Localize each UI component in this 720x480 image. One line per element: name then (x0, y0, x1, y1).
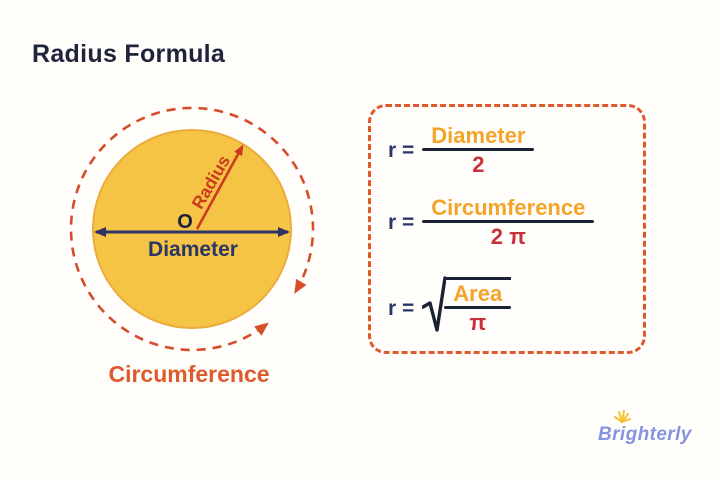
page-title: Radius Formula (32, 40, 226, 68)
square-root-icon (422, 276, 447, 332)
circumference-label: Circumference (108, 361, 269, 387)
radius-arrow (195, 144, 244, 230)
center-point-label: O (177, 211, 193, 233)
fraction-denominator: π (469, 310, 487, 336)
sun-icon (614, 410, 631, 423)
formula-panel: r = Diameter 2 r = Circumference 2 π r = (368, 104, 646, 354)
brighterly-logo: Brighterly (598, 424, 692, 445)
fraction-bar (444, 306, 512, 310)
fraction: Circumference 2 π (422, 195, 595, 251)
circle-diagram: O Radius Diameter Circumference (69, 106, 315, 387)
formula-lhs: r = (388, 210, 415, 234)
fraction-numerator: Diameter (431, 123, 526, 148)
radicand: Area π (444, 277, 512, 337)
formula-radius-from-area: r = Area π (388, 275, 512, 337)
fraction: Diameter 2 (422, 123, 535, 179)
formula-radius-from-circumference: r = Circumference 2 π (388, 195, 595, 251)
square-root-expression: Area π (422, 275, 512, 337)
circumference-dashed-circle (69, 106, 315, 352)
fraction-denominator: 2 π (490, 224, 526, 250)
diameter-label: Diameter (148, 238, 238, 261)
fraction-bar (422, 148, 535, 152)
fraction-bar (422, 220, 595, 224)
fraction-denominator: 2 (472, 152, 485, 178)
fraction-numerator: Area (453, 281, 503, 306)
formula-radius-from-diameter: r = Diameter 2 (388, 123, 535, 179)
formula-lhs: r = (388, 138, 415, 162)
fraction-numerator: Circumference (431, 195, 586, 220)
fraction: Area π (444, 281, 512, 337)
formula-lhs: r = (388, 297, 415, 320)
